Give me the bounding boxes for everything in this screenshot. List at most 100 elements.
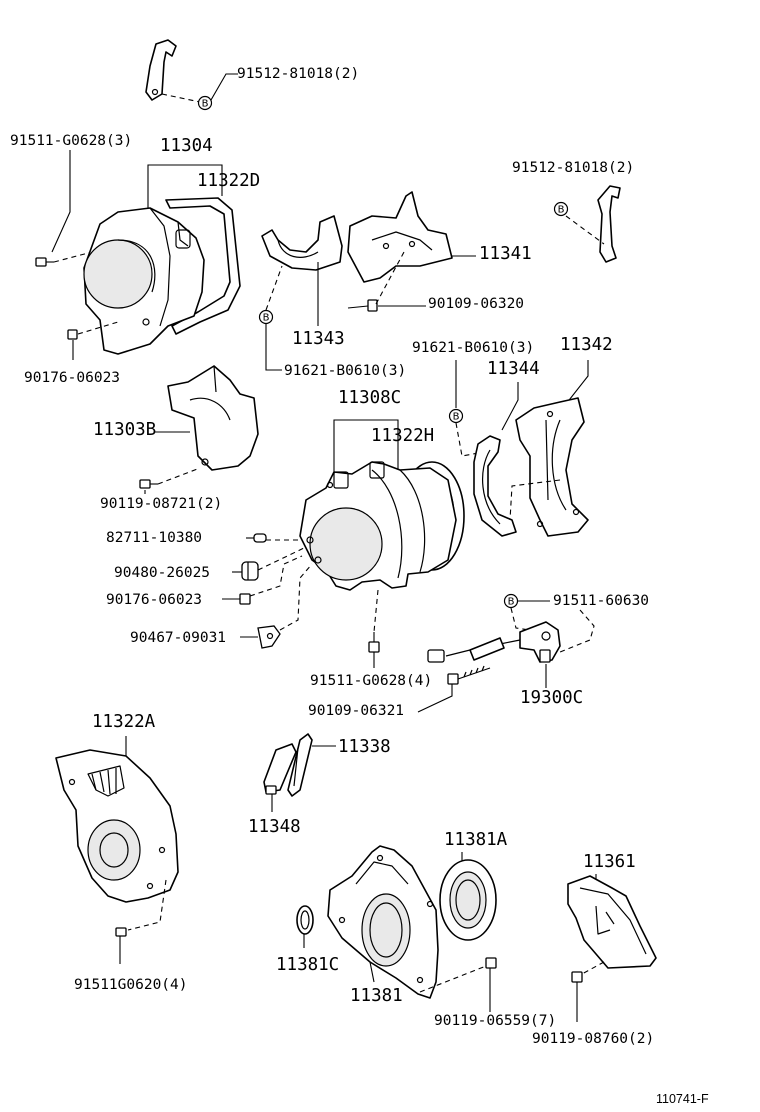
part-label: 91511-G0628(3) [10,133,132,149]
part-label: 91511-G0628(4) [310,673,432,689]
flywheel-housing-undercover [567,875,657,969]
part-label: 90176-06023 [24,370,120,386]
svg-text:B: B [453,412,460,423]
part-label: 90119-08760(2) [532,1031,654,1047]
bolt-icon [485,957,497,969]
leader-line [581,961,605,975]
part-label: 90176-06023 [106,592,202,608]
timing-cover-upper [83,197,241,355]
figure-code: 110741-F [656,1092,709,1106]
part-label: 91621-B0610(3) [284,363,406,379]
bolt-icon [35,257,54,267]
part-label: 11381C [276,955,339,975]
part-label: 11338 [338,737,391,757]
callout-mark-b: B [503,593,519,609]
clip-icon [253,533,267,543]
leader-line [333,419,399,480]
callout-mark-b: B [448,408,464,424]
part-label: 11322A [92,712,156,732]
part-label: 90119-08721(2) [100,496,222,512]
leader-line [509,479,561,521]
leader-line [210,73,238,101]
part-label: 90480-26025 [114,565,210,581]
screw-icon [347,299,378,312]
nut-icon [239,593,251,605]
callout-mark-b: B [197,95,213,111]
svg-text:B: B [202,99,209,110]
crank-position-sensor [427,621,561,663]
timing-cover-lower [55,749,179,903]
leader-line [53,251,93,263]
leader-line [157,467,201,485]
callout-mark-b: B [258,309,274,325]
svg-text:B: B [558,205,565,216]
part-label: 11322H [371,426,434,446]
leader-line [565,360,589,405]
part-label: 91512-81018(2) [237,66,359,82]
leader-line [279,563,313,631]
part-label: 11308C [338,388,401,408]
timing-cover-lower-plate [167,365,259,471]
bolt-icon [115,927,127,937]
leader-line [417,684,453,713]
timing-belt-guide-plate [263,743,297,795]
hook-bracket-right [597,185,621,263]
leader-line [127,879,167,931]
part-label: 19300C [520,688,583,708]
timing-case-housing [299,461,465,591]
seal-retainer-plate [515,397,589,537]
leader-line [249,555,303,597]
oil-seal-retainer-rear [327,845,439,999]
part-label: 11342 [560,335,613,355]
timing-case-plate [347,191,453,283]
bolt-icon [139,479,158,489]
part-label: 11381 [350,986,403,1006]
screw-icon [447,665,491,685]
rear-oil-seal [439,859,497,941]
part-label: 91511G0620(4) [74,977,188,993]
part-label: 90467-09031 [130,630,226,646]
leader-line [257,547,305,571]
leader-line [559,609,595,653]
hook-bracket-left [145,39,201,103]
o-ring [296,905,314,935]
oil-seal-retainer-upper [261,215,343,271]
bolt-icon [368,632,380,653]
part-label: 11341 [479,244,532,264]
leader-line [147,164,223,210]
part-label: 11322D [197,171,260,191]
leader-line [375,251,405,305]
leader-line [510,607,531,631]
part-label: 91512-81018(2) [512,160,634,176]
part-label: 91621-B0610(3) [412,340,534,356]
part-label: 11343 [292,329,345,349]
clamp-icon [257,625,281,649]
callout-mark-b: B [553,201,569,217]
leader-line [373,589,379,633]
svg-text:B: B [263,313,270,324]
svg-text:B: B [508,597,515,608]
bolt-icon [571,971,583,983]
leader-line [265,265,283,311]
leader-line [265,324,282,371]
leader-line [565,215,605,245]
part-label: 11381A [444,830,508,850]
part-label: 11348 [248,817,301,837]
part-label: 90119-06559(7) [434,1013,556,1029]
leader-line [369,961,375,983]
plug-icon [241,561,259,581]
part-label: 11303B [93,420,156,440]
part-label: 90109-06321 [308,703,404,719]
part-label: 11361 [583,852,636,872]
part-label: 11304 [160,136,213,156]
leader-line [51,150,71,253]
oil-seal-retainer-lower [473,435,517,537]
part-label: 11344 [487,359,540,379]
timing-belt-guide [287,733,313,797]
leader-line [419,965,487,993]
leader-line [77,321,119,335]
part-label: 90109-06320 [428,296,524,312]
bolt-icon [67,329,78,340]
leader-line [501,382,519,431]
